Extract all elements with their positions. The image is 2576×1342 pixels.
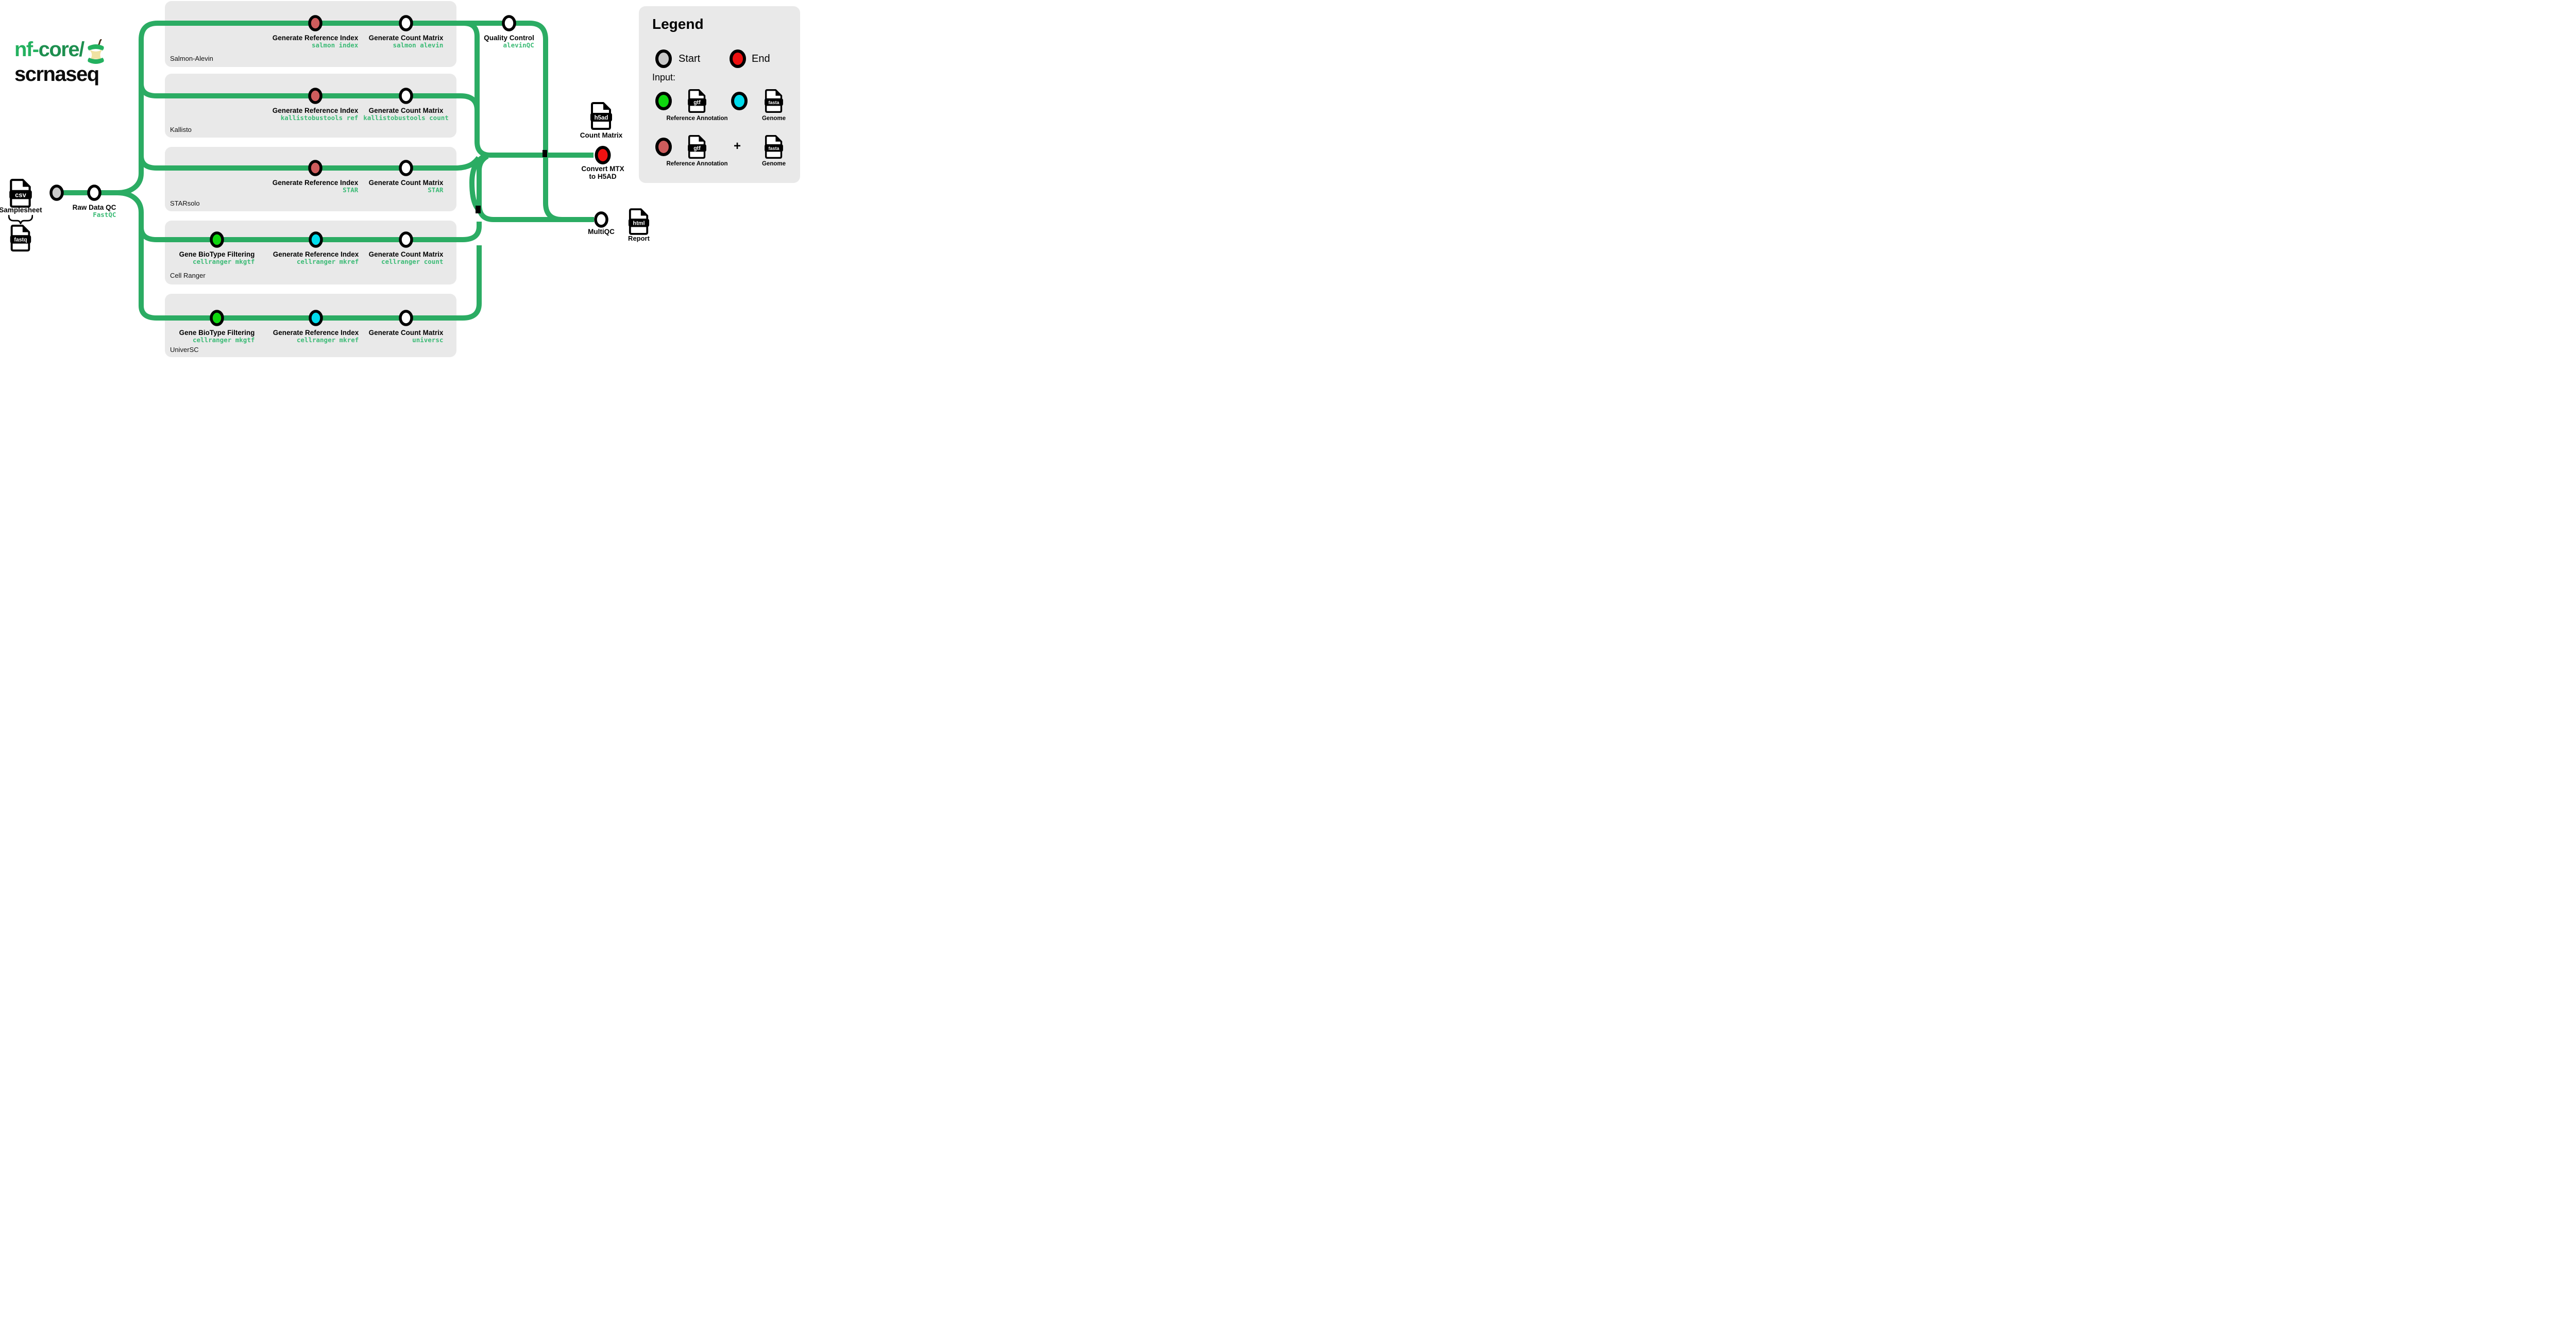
apple-core-icon xyxy=(88,39,104,64)
box-kallisto xyxy=(165,74,456,138)
station-raw-data-qc xyxy=(87,184,101,201)
h5ad-file-icon: h5ad xyxy=(590,102,612,130)
convert-mtx-label: Convert MTX to H5AD xyxy=(581,165,624,180)
html-icon-label: html xyxy=(633,221,645,227)
logo-pipeline-name: scrnaseq xyxy=(14,63,99,86)
svg-text:gtf: gtf xyxy=(693,99,701,106)
station-salmon-alevin xyxy=(399,15,413,31)
station-label: Gene BioType Filtering cellranger mkgtf xyxy=(179,250,255,265)
raw-data-qc-tool: FastQC xyxy=(93,211,116,219)
box-universc xyxy=(165,294,456,357)
rail-multiqc-feeder xyxy=(477,154,594,222)
legend-start-label: Start xyxy=(679,53,701,64)
station-label: Generate Count Matrix cellranger count xyxy=(368,250,444,265)
legend-end-label: End xyxy=(752,53,770,64)
fasta-file-icon: fasta xyxy=(765,135,783,159)
station-label: Generate Count Matrix salmon alevin xyxy=(368,34,444,49)
report-label: Report xyxy=(628,234,650,242)
svg-text:fasta: fasta xyxy=(769,100,780,105)
legend-genome-label: Genome xyxy=(761,115,786,122)
station-kallistobustools-count xyxy=(399,88,413,104)
legend-cyan-node-icon xyxy=(731,92,748,110)
fastq-icon-label: fastq xyxy=(14,237,27,243)
station-label: Generate Count Matrix kallistobustools c… xyxy=(363,107,449,122)
box-salmon-alevin xyxy=(165,1,456,67)
crossing-tick-qc-line xyxy=(543,150,547,157)
station-cellranger-count xyxy=(399,231,413,248)
station-star-index xyxy=(308,160,323,176)
csv-icon-label: csv xyxy=(15,191,26,198)
fastq-file-icon: fastq xyxy=(10,225,31,251)
nf-core-logo: nf-core/ scrnaseq xyxy=(14,39,106,85)
h5ad-icon-label: h5ad xyxy=(595,115,608,121)
station-cellranger-mkref xyxy=(309,231,323,248)
subway-map xyxy=(49,1,800,357)
crossing-tick-multiqc-line xyxy=(476,206,481,213)
station-label: Generate Reference Index salmon index xyxy=(272,34,359,49)
samplesheet-label: Samplesheet xyxy=(0,206,42,214)
station-universc-mkgtf xyxy=(210,310,224,326)
html-file-icon: html xyxy=(628,208,650,235)
legend-start-icon xyxy=(655,49,672,68)
legend-reference-label: Reference Annotation xyxy=(666,115,728,122)
station-label: Generate Count Matrix universc xyxy=(368,329,444,344)
station-start xyxy=(49,184,64,201)
gtf-file-icon: gtf xyxy=(688,135,706,159)
station-cellranger-mkgtf xyxy=(210,231,224,248)
rail-merge-strand xyxy=(469,153,487,213)
station-universc-count xyxy=(399,310,413,326)
station-label: Generate Reference Index STAR xyxy=(272,179,359,194)
box-label-cellranger: Cell Ranger xyxy=(170,272,206,279)
svg-text:fasta: fasta xyxy=(769,146,780,151)
legend-green-node-icon xyxy=(655,92,672,110)
station-star-count xyxy=(399,160,413,176)
station-convert-mtx-end xyxy=(595,146,611,164)
legend-genome-label: Genome xyxy=(761,161,786,167)
rail-starsolo xyxy=(139,155,481,171)
fasta-file-icon: fasta xyxy=(765,89,783,113)
count-matrix-label: Count Matrix xyxy=(580,131,623,139)
svg-text:gtf: gtf xyxy=(693,145,701,152)
csv-file-icon: csv xyxy=(9,179,32,208)
qc-label: Quality Control alevinQC xyxy=(484,34,534,49)
gtf-file-icon: gtf xyxy=(688,89,706,113)
box-cell-ranger xyxy=(165,221,456,284)
legend-reference-label: Reference Annotation xyxy=(666,161,728,167)
rail-salmon-qc-multiqc xyxy=(57,21,594,222)
track-boxes xyxy=(165,1,800,357)
logo-core: core/ xyxy=(38,38,85,61)
station-universc-mkref xyxy=(309,310,323,326)
station-label: Gene BioType Filtering cellranger mkgtf xyxy=(179,329,255,344)
box-label-kallisto: Kallisto xyxy=(170,126,192,133)
legend-red-node-icon xyxy=(655,138,672,156)
station-alevinqc xyxy=(502,15,516,31)
station-multiqc xyxy=(594,211,608,228)
legend-box xyxy=(639,6,800,183)
box-label-salmon: Salmon-Alevin xyxy=(170,55,213,62)
legend-plus: + xyxy=(734,139,741,153)
brace-icon xyxy=(8,215,33,224)
box-label-starsolo: STARsolo xyxy=(170,199,200,207)
legend-title: Legend xyxy=(652,16,704,32)
logo-nf: nf- xyxy=(14,38,39,61)
station-kallistobustools-ref xyxy=(308,88,323,104)
station-label: Generate Count Matrix STAR xyxy=(368,179,444,194)
multiqc-label: MultiQC xyxy=(588,228,615,236)
stations xyxy=(49,15,748,326)
box-starsolo xyxy=(165,147,456,211)
station-label: Generate Reference Index cellranger mkre… xyxy=(273,329,359,344)
pipeline-diagram: nf-core/ scrnaseq csv Samplesheet fastq … xyxy=(0,0,808,357)
rail-trunk-down xyxy=(57,190,144,306)
raw-data-qc-label: Raw Data QC FastQC xyxy=(73,204,116,219)
raw-data-qc-title: Raw Data QC xyxy=(72,204,116,211)
box-label-universc: UniverSC xyxy=(170,346,199,354)
station-label: Generate Reference Index cellranger mkre… xyxy=(273,250,359,265)
legend-input-label: Input: xyxy=(652,72,676,82)
station-label: Generate Reference Index kallistobustool… xyxy=(272,107,359,122)
station-salmon-index xyxy=(308,15,323,31)
legend-end-icon xyxy=(730,49,746,68)
